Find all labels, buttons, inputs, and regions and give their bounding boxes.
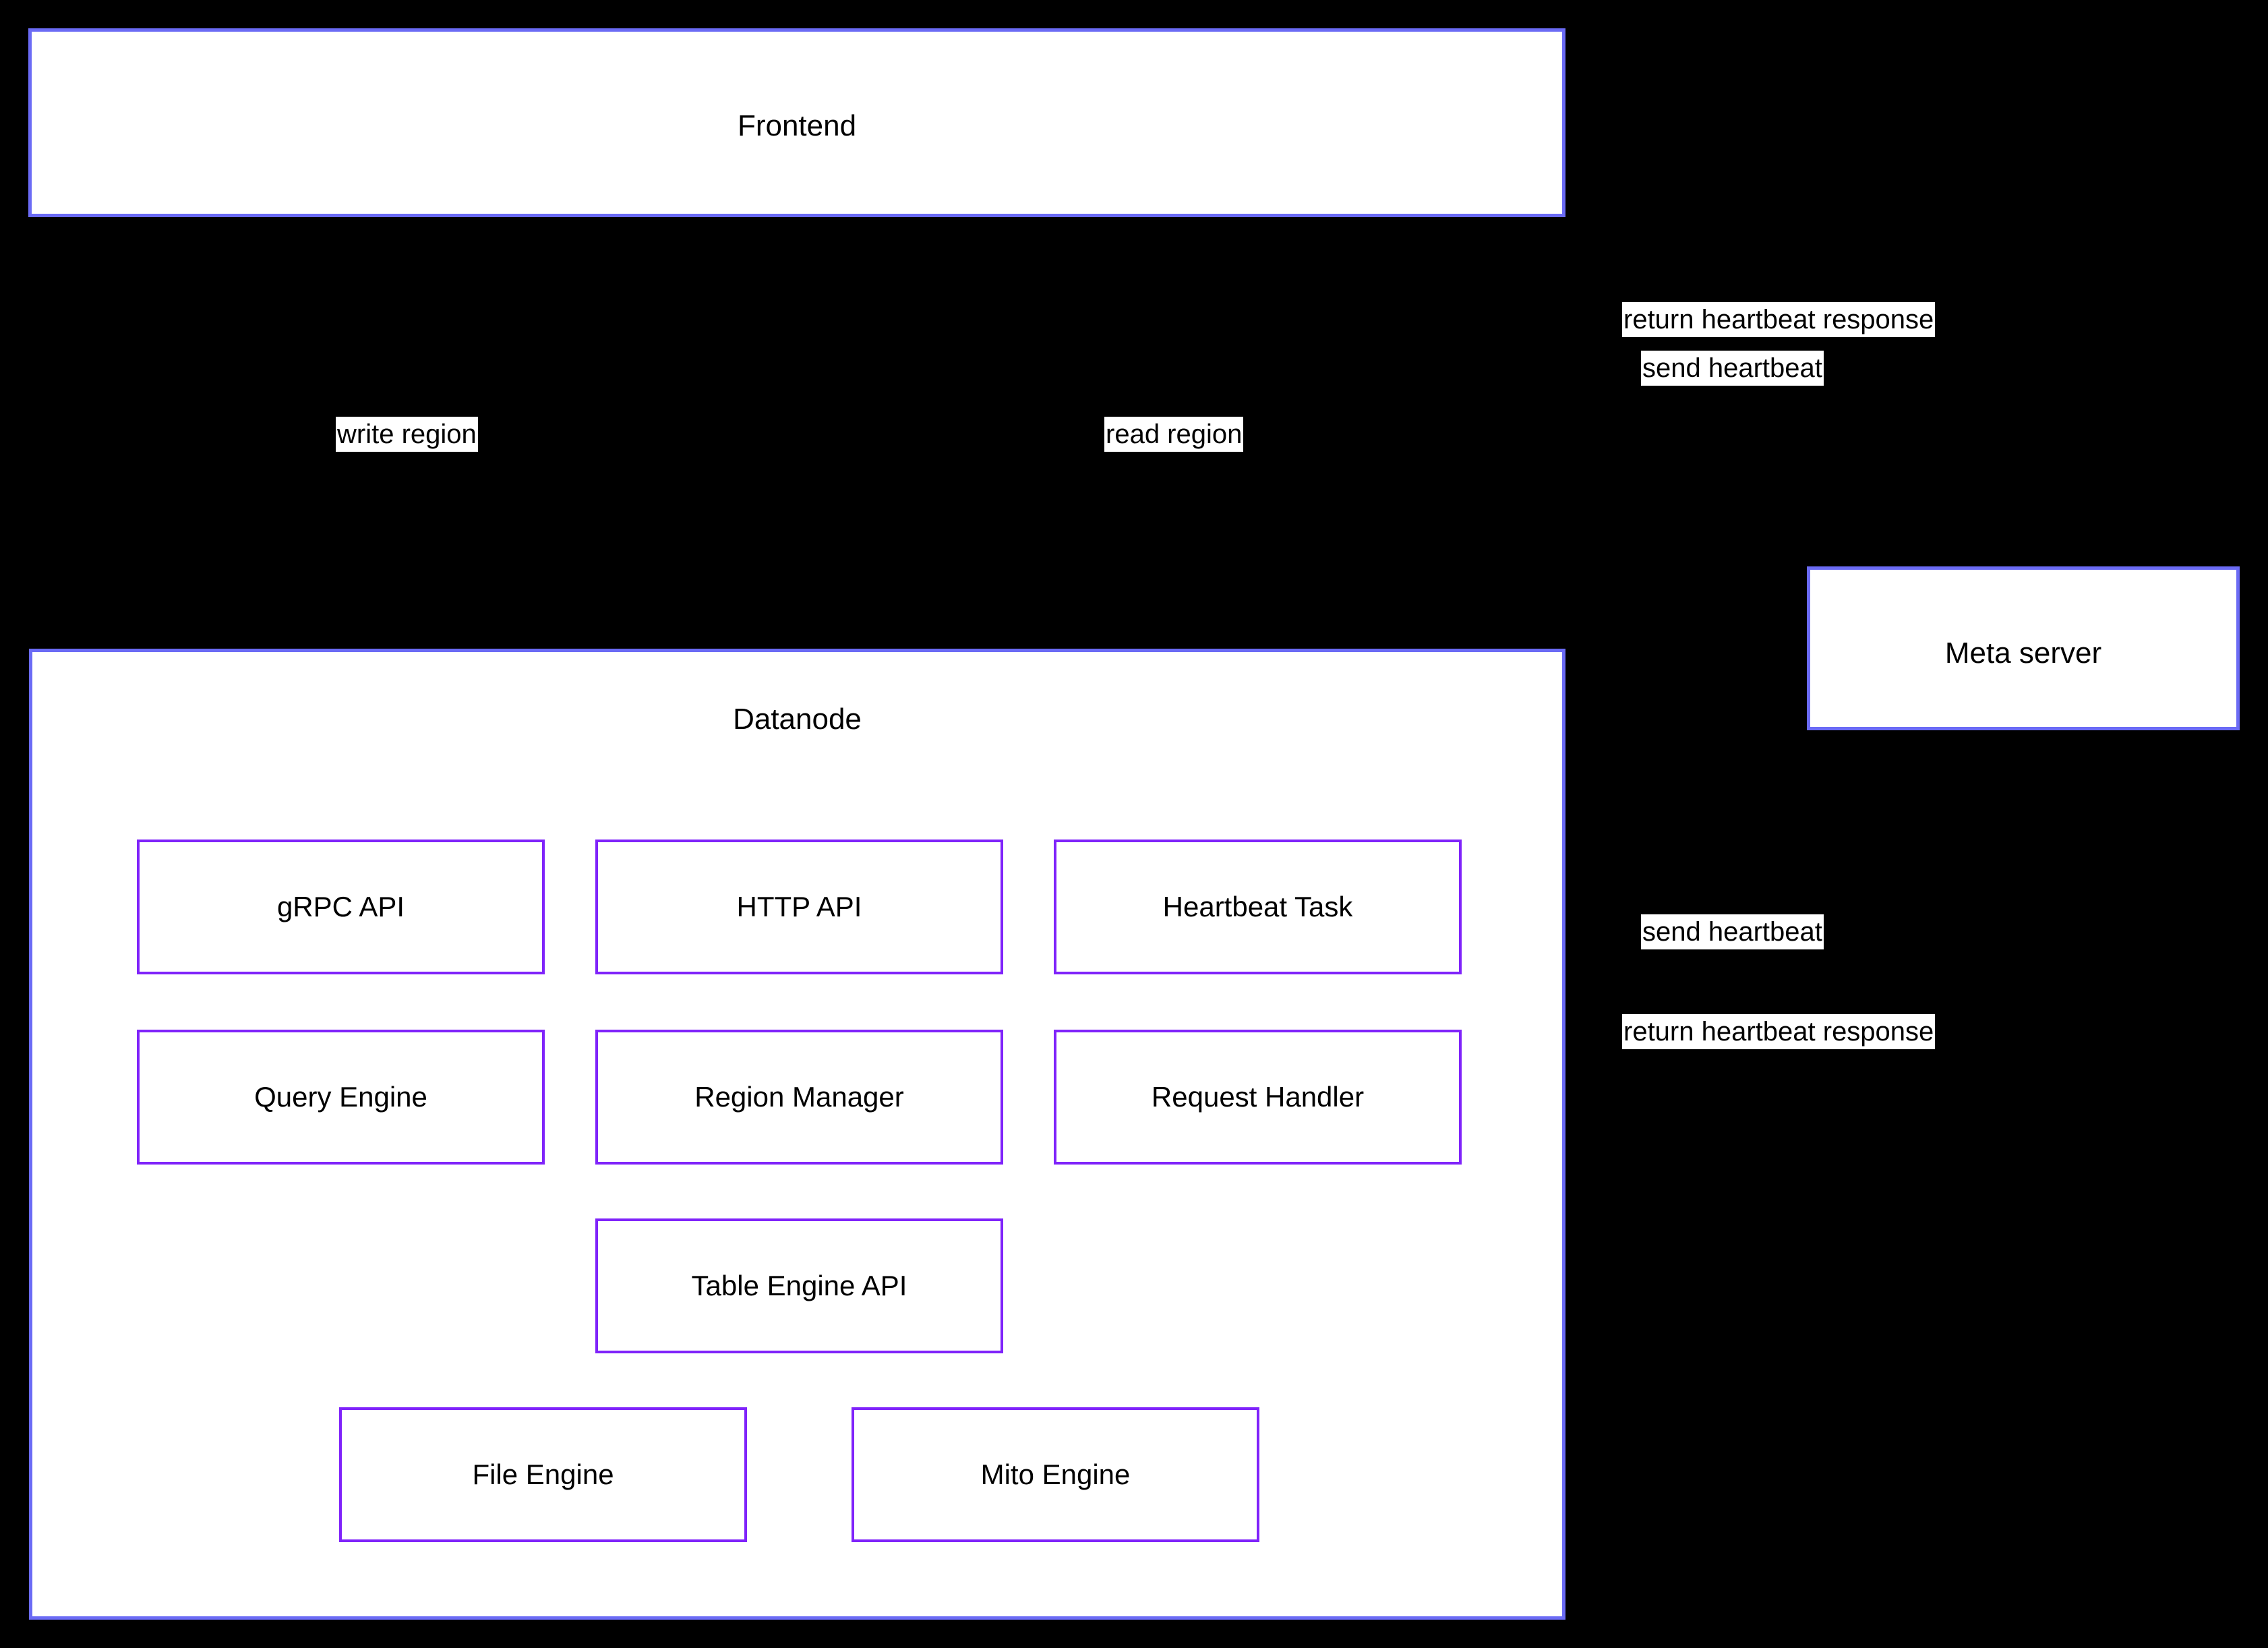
component-heartbeat-task[interactable]: Heartbeat Task [1054, 840, 1462, 974]
component-table-engine-api[interactable]: Table Engine API [595, 1218, 1003, 1353]
edge-frontend-send-heartbeat-arrowhead [1801, 196, 1820, 212]
component-http-api[interactable]: HTTP API [595, 840, 1003, 974]
edge-datanode-return-heartbeat-response-arrowhead [1565, 1316, 1586, 1334]
component-query-engine[interactable]: Query Engine [137, 1030, 545, 1165]
edge-write-region-arrowhead [404, 631, 420, 649]
component-mito-engine[interactable]: Mito Engine [852, 1407, 1259, 1542]
edge-label-datanode-send-heartbeat: send heartbeat [1641, 914, 1824, 949]
edge-label-datanode-return-heartbeat-response: return heartbeat response [1622, 1014, 1936, 1049]
component-region-manager[interactable]: Region Manager [595, 1030, 1003, 1165]
edge-label-write-region: write region [336, 417, 478, 452]
edge-label-frontend-return-heartbeat-response: return heartbeat response [1622, 302, 1936, 337]
node-datanode-label: Datanode [733, 703, 862, 736]
node-frontend[interactable]: Frontend [28, 28, 1565, 217]
node-meta-server[interactable]: Meta server [1807, 566, 2240, 730]
node-frontend-label: Frontend [737, 109, 857, 142]
node-meta-server-label: Meta server [1944, 637, 2102, 670]
edge-label-frontend-send-heartbeat: send heartbeat [1641, 351, 1824, 386]
component-request-handler[interactable]: Request Handler [1054, 1030, 1462, 1165]
component-file-engine[interactable]: File Engine [339, 1407, 747, 1542]
edge-read-region-arrowhead [1173, 217, 1189, 235]
node-datanode[interactable]: Datanode gRPC API HTTP API Heartbeat Tas… [29, 649, 1565, 1620]
edge-datanode-send-heartbeat-arrowhead [1565, 1131, 1584, 1148]
edge-label-read-region: read region [1104, 417, 1244, 452]
component-grpc-api[interactable]: gRPC API [137, 840, 545, 974]
